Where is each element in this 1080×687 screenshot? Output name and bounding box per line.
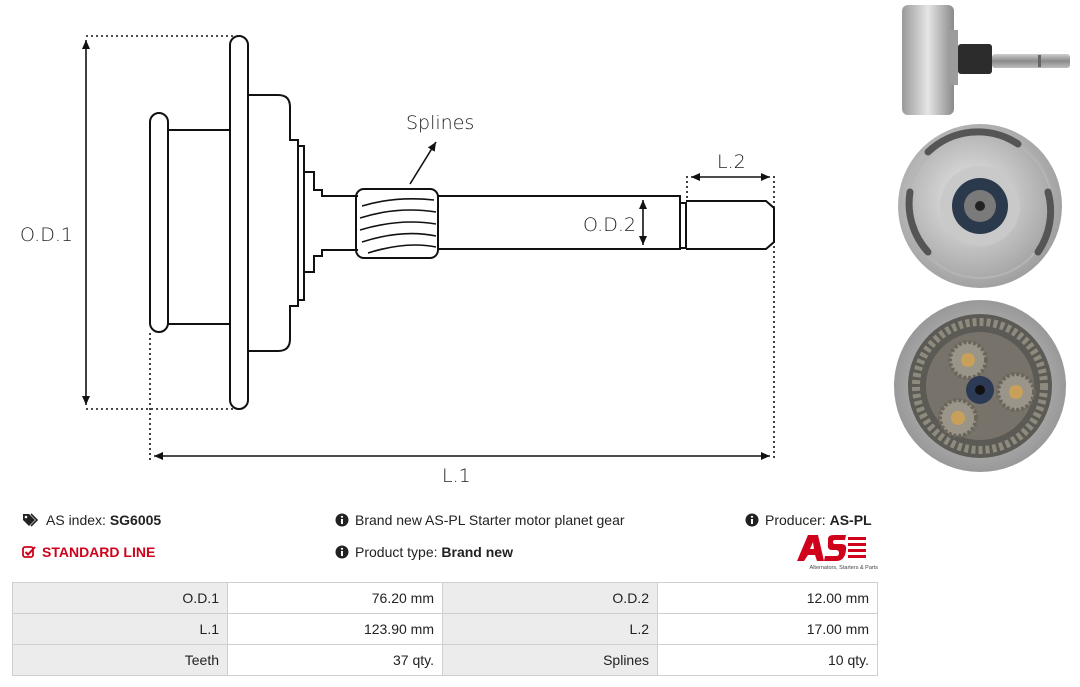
info-icon	[335, 513, 349, 527]
tags-icon	[23, 513, 39, 527]
product-photo-front	[898, 124, 1062, 288]
as-pl-logo: Alternators, Starters & Parts	[797, 535, 879, 571]
product-description: Brand new AS-PL Starter motor planet gea…	[335, 512, 625, 528]
standard-line-label: STANDARD LINE	[42, 544, 156, 560]
description-text: Brand new AS-PL Starter motor planet gea…	[355, 512, 625, 528]
product-photo-side	[902, 5, 1070, 115]
producer-label: Producer:	[765, 512, 826, 528]
spec-label: O.D.1	[12, 582, 228, 614]
as-index-value: SG6005	[109, 512, 162, 528]
l2-label: L.2	[717, 151, 746, 173]
technical-drawing: O.D.1 L.1 L.2 O.D.2 Splines	[20, 35, 775, 487]
spec-label: Teeth	[12, 644, 228, 676]
spec-label: L.2	[442, 613, 658, 645]
spec-value: 37 qty.	[227, 644, 443, 676]
info-icon	[335, 545, 349, 559]
spec-label: L.1	[12, 613, 228, 645]
as-index-label: AS index:	[46, 512, 106, 528]
standard-line-badge: STANDARD LINE	[22, 544, 155, 560]
product-type: Product type: Brand new	[335, 544, 513, 560]
table-row: O.D.1 76.20 mm O.D.2 12.00 mm	[12, 582, 878, 614]
table-row: L.1 123.90 mm L.2 17.00 mm	[12, 613, 878, 645]
spec-value: 10 qty.	[657, 644, 878, 676]
product-type-value: Brand new	[441, 544, 513, 560]
check-square-icon	[22, 546, 36, 558]
specs-table: O.D.1 76.20 mm O.D.2 12.00 mm L.1 123.90…	[12, 582, 878, 676]
od1-label: O.D.1	[20, 224, 73, 246]
l1-label: L.1	[442, 465, 471, 487]
spec-value: 76.20 mm	[227, 582, 443, 614]
as-index: AS index: SG6005	[22, 512, 161, 528]
producer-value: AS-PL	[829, 512, 872, 528]
product-photo-gears	[894, 300, 1066, 472]
spec-value: 123.90 mm	[227, 613, 443, 645]
info-icon	[745, 513, 759, 527]
spec-label: Splines	[442, 644, 658, 676]
spec-value: 17.00 mm	[657, 613, 878, 645]
spec-value: 12.00 mm	[657, 582, 878, 614]
od2-label: O.D.2	[583, 214, 636, 236]
producer: Producer: AS-PL	[745, 512, 872, 528]
splines-label: Splines	[406, 112, 474, 134]
logo-tagline: Alternators, Starters & Parts	[810, 565, 879, 571]
product-type-label: Product type:	[355, 544, 438, 560]
table-row: Teeth 37 qty. Splines 10 qty.	[12, 644, 878, 676]
spec-label: O.D.2	[442, 582, 658, 614]
